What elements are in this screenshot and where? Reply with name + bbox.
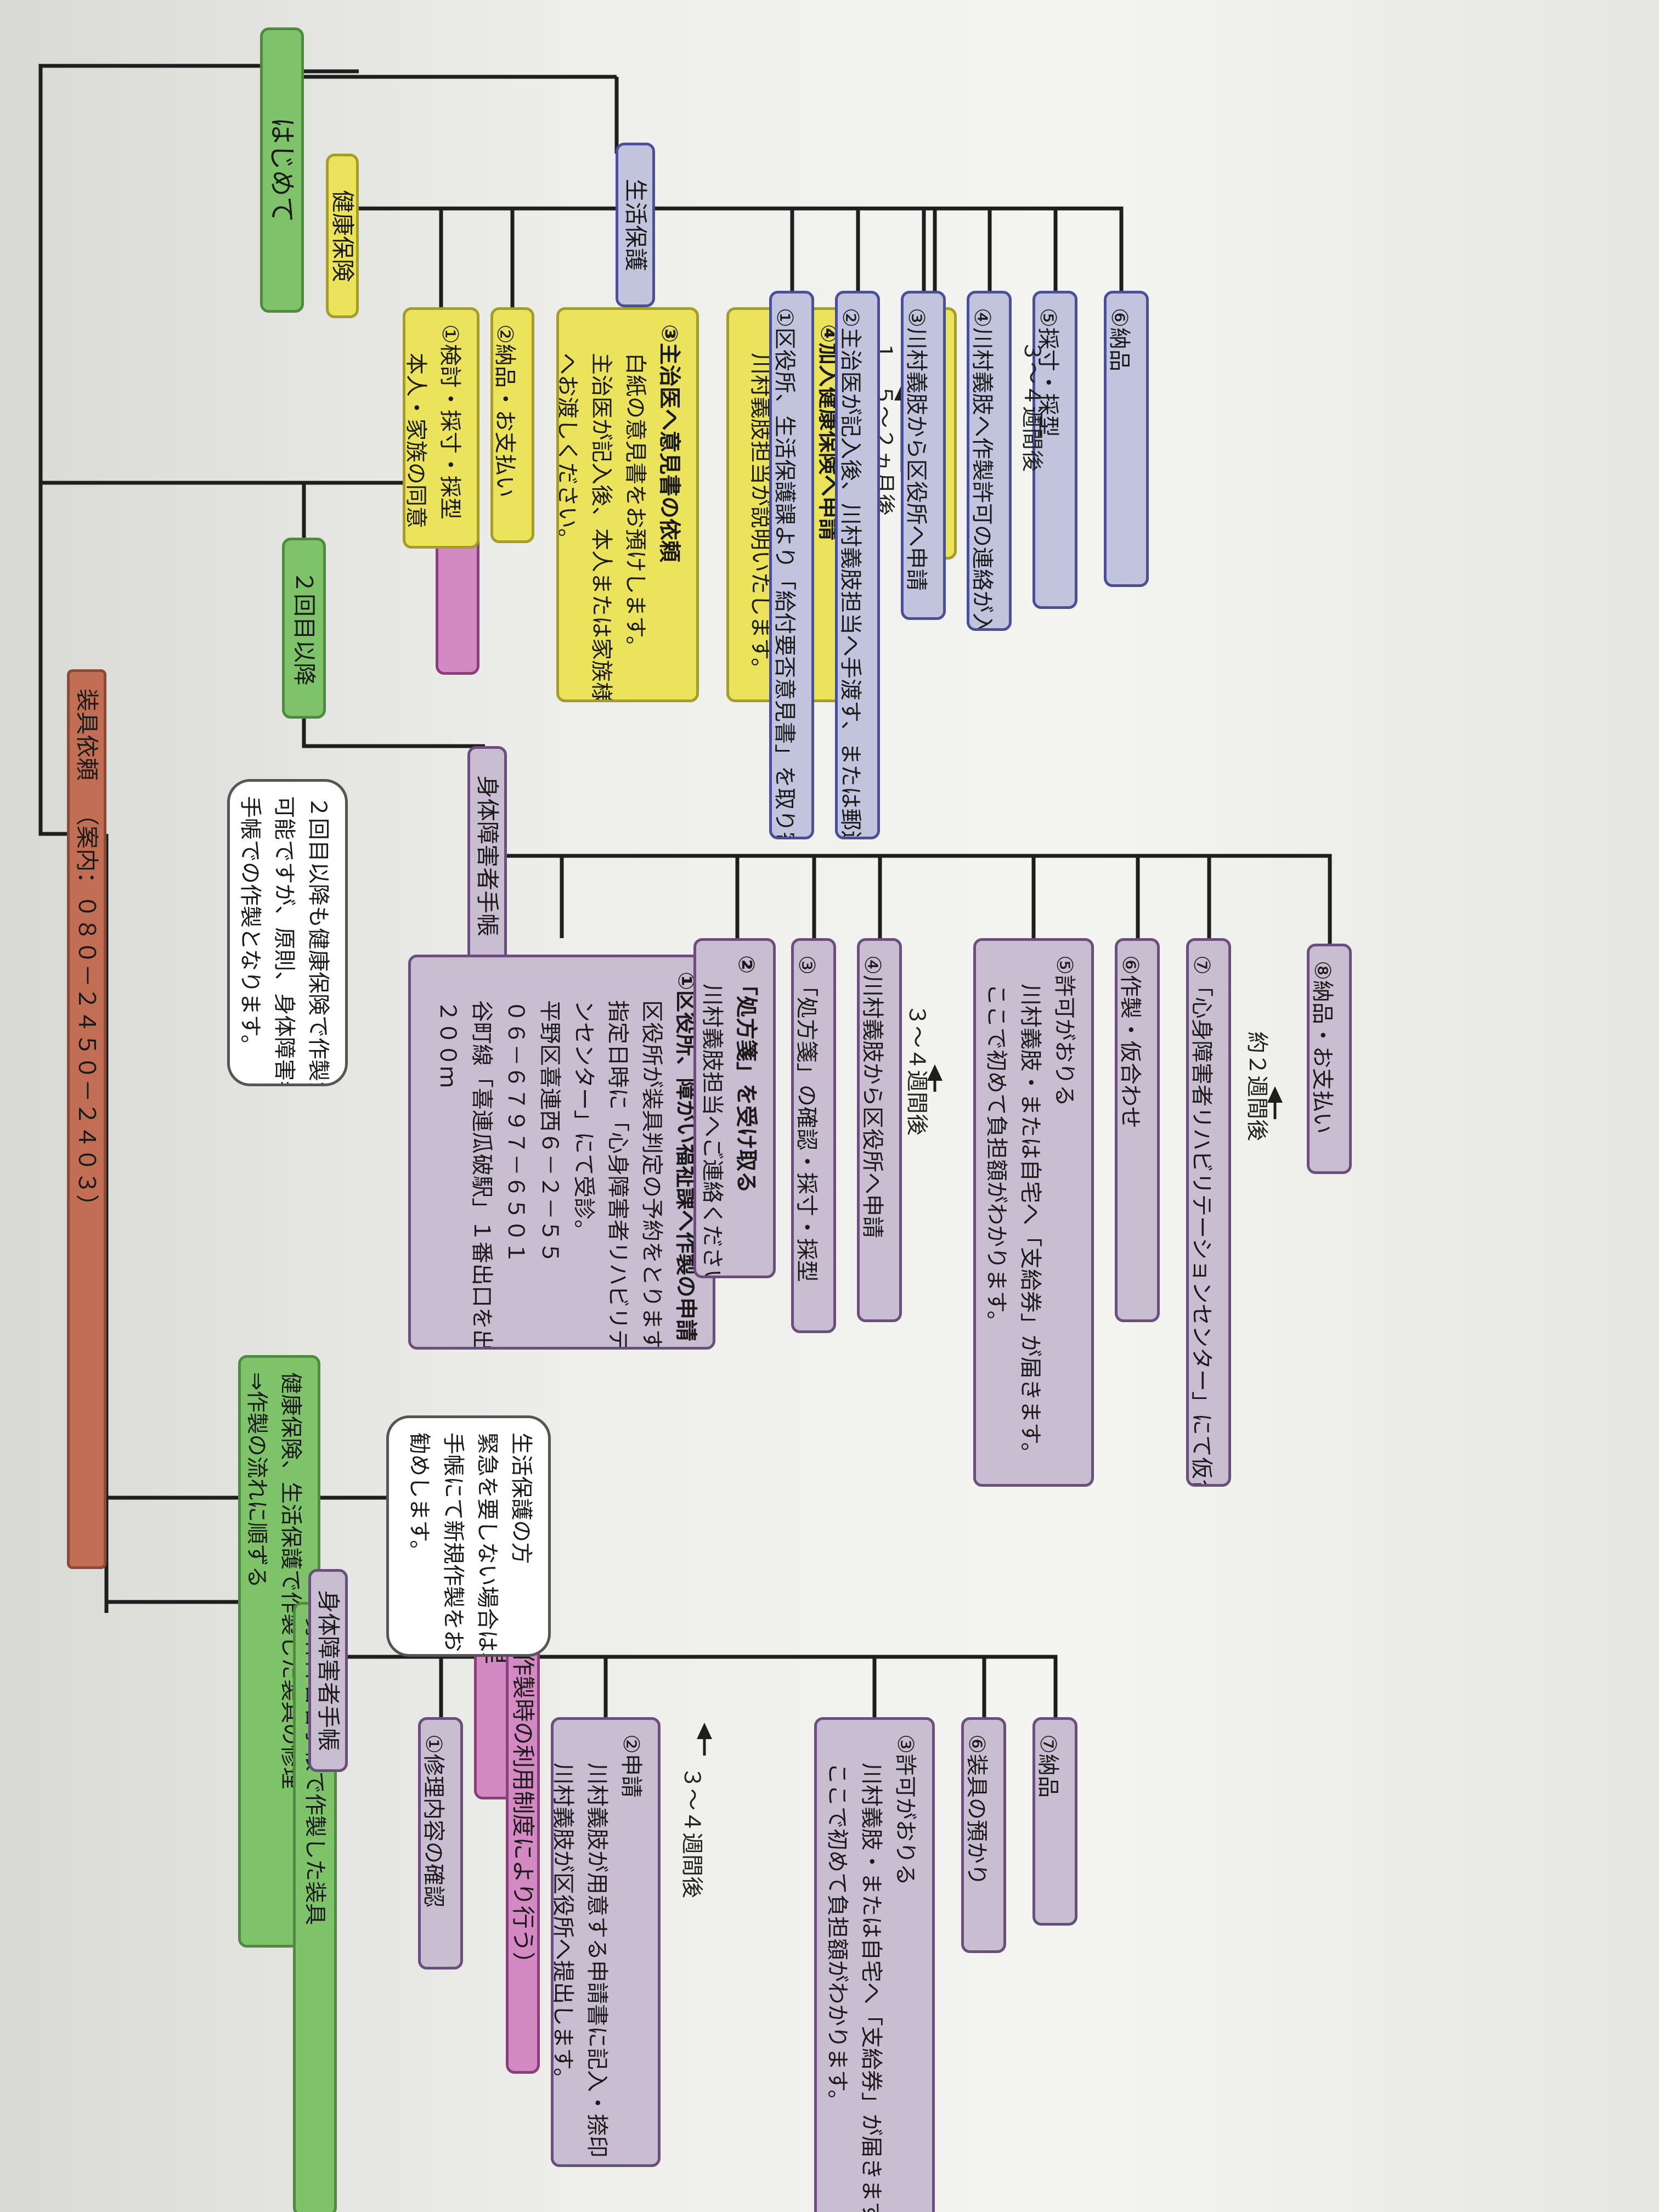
techo-step-5: ⑤許可がおりる川村義肢・または自宅へ「支給券」が届きます。ここで初めて負担額がわ…: [973, 938, 1094, 1487]
seiho-header: 生活保護: [616, 143, 655, 307]
techo-step-6-line: ⑥作製・仮合わせ: [1118, 955, 1143, 1128]
seiho-spine: [655, 206, 1124, 291]
repair-step-3-line: 川村義肢・または自宅へ「支給券」が届きます。: [859, 1763, 884, 2212]
techo-step-1-line: ０６－６７９７－６５０１: [503, 1000, 528, 1263]
techo-step-4: ④川村義肢から区役所へ申請: [857, 938, 902, 1322]
repair-techo-header: 身体障害者手帳: [308, 1569, 348, 1772]
kenpo-step-2: ②納品・お支払い: [490, 307, 534, 543]
seiho-step-6: ⑥納品: [1104, 291, 1149, 587]
kenpo-step-3-line: 白紙の意見書をお預けします。: [623, 353, 648, 658]
arrow-head: [927, 1064, 943, 1081]
techo-spine: [507, 854, 1332, 944]
repair-step-6-line: ⑥装具の預かり: [964, 1734, 989, 1886]
second-note-bubble-line: 手帳での作製となります。: [238, 796, 263, 1057]
seiho-step-3: ③川村義肢から区役所へ申請: [901, 291, 946, 620]
repair-step-7-line: ⑦納品: [1035, 1734, 1060, 1798]
techo-step-8-line: ⑧納品・お支払い: [1310, 961, 1335, 1134]
kenpo-header-label: 健康保険: [329, 189, 356, 282]
repair-step-2-line: 川村義肢が区役所へ提出します。: [551, 1763, 575, 2090]
repair-step-6: ⑥装具の預かり: [961, 1717, 1006, 1953]
techo-step-3-line: ③「処方箋」の確認・採寸・採型: [794, 955, 819, 1282]
second-note-bubble-line: ２回目以降も健康保険で作製が: [306, 796, 331, 1086]
arrow-head: [1267, 1086, 1283, 1103]
seiho-step-2-line: ②主治医が記入後、川村義肢担当へ手渡す、または郵送: [838, 308, 863, 839]
kenpo-step-3-line: 主治医が記入後、本人または家族様: [589, 353, 614, 702]
repair-spine: [348, 1655, 1058, 1717]
repair-techo-made-link: [104, 1498, 293, 1604]
kenpo-step-1-line: 本人・家族の同意: [403, 353, 428, 528]
second-techo-header-label: 身体障害者手帳: [473, 775, 501, 936]
seiho-step-1: ①区役所、生活保護課より「給付要否意見書」を取り寄せ: [769, 291, 814, 839]
seiho-step-3-line: ③川村義肢から区役所へ申請: [904, 308, 929, 591]
kenpo-step-1-line: ①検討・採寸・採型: [437, 324, 462, 520]
seiho-step-4: ④川村義肢へ作製許可の連絡が入る: [967, 291, 1012, 631]
repair-kenpo-box-line: ⇒作製の流れに順ずる: [244, 1372, 269, 1588]
repair-step-3: ③許可がおりる川村義肢・または自宅へ「支給券」が届きます。ここで初めて負担額がわ…: [814, 1717, 935, 2212]
title-contact: （案内：０８０－２４５０－２４０３）: [73, 803, 100, 1218]
title-text: 装具依頼: [73, 689, 100, 781]
techo-step-1: ①区役所、障がい福祉課へ作製の申請区役所が装具判定の予約をとりますので、指定日時…: [408, 955, 715, 1350]
title-box: 装具依頼 （案内：０８０－２４５０－２４０３）: [67, 669, 106, 1569]
kenpo-step-3-line: へお渡しください。: [556, 353, 580, 550]
techo-step-1-line: 区役所が装具判定の予約をとりますので、: [639, 1000, 664, 1350]
first-header: はじめて: [260, 27, 304, 313]
techo-step-5-line: ⑤許可がおりる: [1052, 955, 1077, 1107]
techo-step-3: ③「処方箋」の確認・採寸・採型: [791, 938, 836, 1333]
techo-step-2: ②「処方箋」を受け取る川村義肢担当へご連絡ください。: [693, 938, 776, 1278]
techo-step-7: ⑦「心身障害者リハビリテーションセンター」にて仮合わせ: [1186, 938, 1231, 1487]
second-techo-header: 身体障害者手帳: [467, 746, 507, 966]
arrow-head: [697, 1723, 712, 1739]
techo-step-1-line: ２００ｍ: [435, 1000, 460, 1088]
repair-step-1-line: ①修理内容の確認: [421, 1734, 446, 1908]
techo-step-5-line: ここで初めて負担額がわかります。: [984, 984, 1009, 1333]
second-note-bubble-line: 可能ですが、原則、身体障害者: [272, 796, 297, 1086]
repair-step-3-line: ③許可がおりる: [893, 1734, 918, 1886]
repair-step-1: ①修理内容の確認: [418, 1717, 463, 1970]
repair-note-bubble-line: 緊急を要しない場合は、: [475, 1432, 500, 1657]
kenpo-step-3: ③主治医へ意見書の依頼白紙の意見書をお預けします。主治医が記入後、本人または家族…: [556, 307, 699, 702]
kenpo-step-1: ①検討・採寸・採型本人・家族の同意: [403, 307, 479, 549]
kenpo-header: 健康保険: [326, 154, 359, 318]
first-header-label: はじめて: [267, 117, 298, 223]
techo-step-1-line: 谷町線「喜連瓜破駅」１番出口を出て西へ: [469, 1000, 494, 1350]
techo-step-1-line: ンセンター」にて受診。: [571, 1000, 596, 1242]
seiho-step-2: ②主治医が記入後、川村義肢担当へ手渡す、または郵送: [835, 291, 880, 839]
techo-wait-2: 約２週間後: [1244, 1031, 1269, 1141]
repair-note-bubble: 生活保護の方緊急を要しない場合は、手帳にて新規作製をお勧めします。: [386, 1415, 551, 1657]
seiho-step-6-line: ⑥納品: [1107, 308, 1132, 371]
techo-step-8: ⑧納品・お支払い: [1307, 944, 1352, 1174]
techo-step-5-line: 川村義肢・または自宅へ「支給券」が届きます。: [1018, 984, 1043, 1464]
techo-step-7-line: ⑦「心身障害者リハビリテーションセンター」にて仮合わせ: [1189, 955, 1214, 1487]
repair-step-3-line: ここで初めて負担額がわかります。: [825, 1763, 850, 2112]
repair-step-7: ⑦納品: [1032, 1717, 1077, 1926]
techo-step-1-line: 指定日時に「心身障害者リハビリテーショ: [605, 1000, 630, 1350]
repair-step-2: ②申請川村義肢が用意する申請書に記入・捺印川村義肢が区役所へ提出します。: [551, 1717, 661, 2167]
seiho-wait-label: ３〜４週間後: [1019, 340, 1045, 472]
second-techo-link: [302, 719, 485, 748]
techo-wait-1: ３〜４週間後: [904, 1004, 929, 1136]
repair-note-bubble-line: 生活保護の方: [509, 1432, 534, 1564]
repair-step-2-line: 川村義肢が用意する申請書に記入・捺印: [584, 1763, 610, 2158]
repair-note-bubble-line: 勧めします。: [407, 1432, 432, 1562]
seiho-step-4-line: ④川村義肢へ作製許可の連絡が入る: [969, 308, 995, 631]
techo-step-2-line: ②「処方箋」を受け取る: [733, 955, 759, 1193]
kenpo-step-2-line: ②納品・お支払い: [492, 324, 517, 498]
techo-step-6: ⑥作製・仮合わせ: [1115, 938, 1160, 1322]
techo-step-1-line: 平野区喜連西６－２－５５: [537, 1000, 562, 1263]
seiho-header-label: 生活保護: [622, 178, 649, 271]
repair-sub-header-label: （作製時の利用制度により行う）: [509, 1629, 537, 1975]
second-note-bubble: ２回目以降も健康保険で作製が可能ですが、原則、身体障害者手帳での作製となります。: [227, 779, 348, 1086]
seiho-step-1-line: ①区役所、生活保護課より「給付要否意見書」を取り寄せ: [772, 308, 797, 839]
repair-note-bubble-line: 手帳にて新規作製をお: [441, 1432, 466, 1652]
repair-techo-header-label: 身体障害者手帳: [314, 1589, 342, 1751]
kenpo-step-3-line: ③主治医へ意見書の依頼: [657, 324, 682, 562]
second-header: ２回目以降: [282, 538, 326, 719]
repair-wait-label: ３〜４週間後: [679, 1767, 704, 1898]
second-header-label: ２回目以降: [290, 570, 318, 686]
techo-step-2-line: 川村義肢担当へご連絡ください。: [699, 984, 725, 1278]
techo-step-4-line: ④川村義肢から区役所へ申請: [860, 955, 885, 1238]
repair-step-2-line: ②申請: [618, 1734, 644, 1798]
